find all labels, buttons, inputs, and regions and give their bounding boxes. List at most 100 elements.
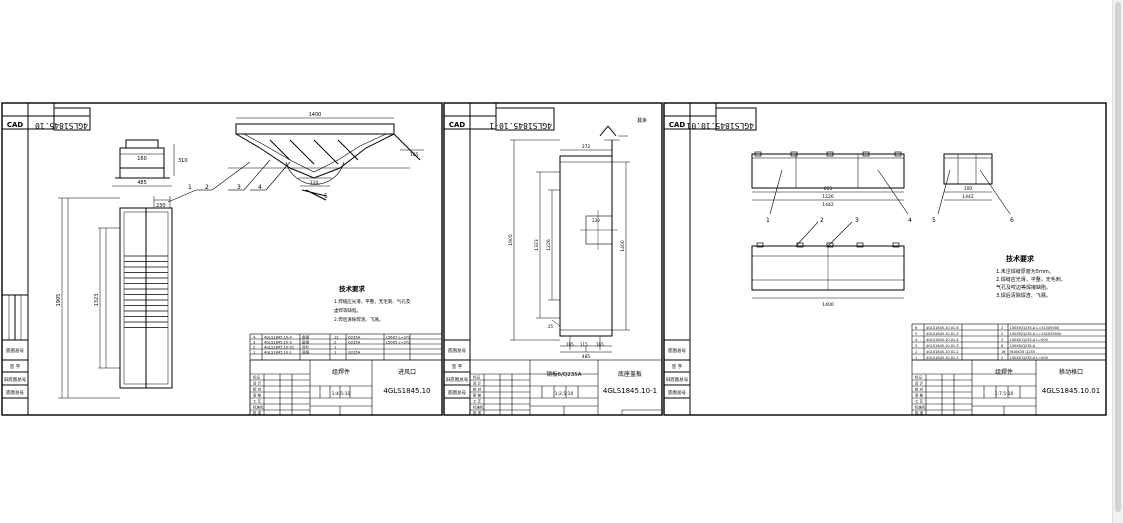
sheet-1-bom-mat-3: Q235A [348,351,361,355]
sheet-1-role-3: 工 艺 [253,399,262,404]
sheet-3-plan-view [751,245,905,299]
sheet-1-bom-name-2: 百叶 [302,345,310,350]
sheet-1-callout-3: 3 [237,184,241,191]
sheet-3-role-3: 工 艺 [915,399,924,404]
sheet-1-title-block [249,333,443,416]
bolt-hole [892,242,900,248]
sheet-3-bom-code-3: 4GLS1845.10.01-3 [926,344,959,348]
sheet-1-bom-spec-0: L56X7 L=372 [386,336,410,340]
sheet-2-material: 钢板6/Q235A [547,370,582,378]
sheet-3-bom-code-0: 4GLS1845.10.01-6 [926,326,959,330]
sheet-3-bom-spec-1: L50X5/Q235-A L=1420X5000 [1010,332,1061,336]
sheet-2-role-2: 审 核 [473,393,482,398]
bolt-hole [790,151,798,157]
sheet-2-drawing-no: 4GLS1845.10-1 [603,387,657,395]
sheet-1-bom-name-1: 扁钢 [302,340,310,345]
sheet-2-plate-view [510,125,630,353]
sheet-3-callout-5: 5 [932,217,936,224]
sheet-3-bolt-holes [754,151,902,248]
sheet-3-dim-615: 615 [824,186,833,192]
sheet-3-callout-6: 6 [1010,217,1014,224]
sheet-1-top-view [112,117,424,201]
sheet-3-bom-qty-2: 2 [1001,338,1003,342]
sheet-1-bom-qty-3: 1 [334,351,336,355]
sheet-3-bom-qty-3: 8 [1001,344,1003,348]
sheet-3-scale: 1:7.5:10 [995,391,1014,397]
sheet-1-callout-5: 5 [324,193,328,200]
sheet-3-bom-code-2: 4GLS1845.10.01-4 [926,338,959,342]
sheet-1-strip-1: 签 字 [10,363,21,370]
sheet-1-callout-4: 4 [258,184,262,191]
sheet-1-role-0: 设 计 [253,381,262,386]
sheet-3-bom-table: 6 4GLS1845.10.01-6 2 L50X5/Q235-A L=510X… [915,326,1061,360]
sheet-1-dim-top: 1400 [309,112,322,118]
sheet-3-bom-code-1: 4GLS1845.10.01-5 [926,332,959,336]
sheet-1-dim-f: 165 [410,152,419,158]
sheet-1-dim-side: 1905 [56,294,62,307]
sheet-2-mirrored-code: 4GLS1845.10-1 [489,121,552,130]
sheet-2-scale: 1:2.5:10 [555,391,574,397]
sheet-3-leaders [769,169,1011,247]
sheet-1-dim-b: 230 [156,203,166,209]
sheet-3-dim-1226: 1226 [822,194,834,200]
sheet-1-bom-code-2: 4GLS1845.10-02 [264,346,294,350]
sheet-2-cad-label: CAD [449,121,466,129]
sheet-1-bom-code-0: 4GLS1845.10-4 [264,336,293,340]
sheet-2-title-block [469,359,663,416]
sheet-2-dim-25: 25 [548,324,554,329]
sheet-3-strip-3: 旧底图总号 [666,376,689,383]
sheet-1-bom-name-0: 角钢 [302,335,310,340]
sheet-3-role-0: 设 计 [915,381,924,386]
bolt-hole [754,151,762,157]
sheet-1-dim-d: 160 [137,156,147,162]
bolt-hole [826,151,834,157]
sheet-3-role-5: 批 准 [915,410,924,415]
sheet-2-dim-1905: 1905 [508,234,514,246]
sheet-3-bom-spec-0: L50X5/Q235-A L=510X5000 [1010,326,1059,330]
sheet-1-assembly: 组焊件 [332,368,350,376]
sheet-1-bom-no-2: 2 [253,346,255,350]
sheet-3-tech-title: 技术要求 [1006,254,1035,263]
sheet-1-strip-3: 旧底图总号 [4,376,27,383]
bolt-hole [856,242,864,248]
sheet-3-bom-no-1: 5 [915,332,917,336]
sheet-3-tech-line-3: 3.焊后清除焊渣、飞溅。 [996,292,1051,299]
sheet-1-bom-code-3: 4GLS1845.10-1 [264,351,292,355]
sheet-1-tech-line-1: 虚焊等缺陷。 [334,307,361,314]
sheet-2-dim-165b: 165 [596,342,604,347]
sheet-1-bom-no-1: 3 [253,341,255,345]
sheet-1-bom-qty-2: 1 [334,346,336,350]
sheet-2-title-row-0: 标记 [473,375,481,380]
scrollbar-thumb[interactable] [1115,2,1121,512]
sheet-1-bom-no-3: 1 [253,351,255,355]
sheet-1-role-2: 审 核 [253,393,262,398]
bolt-hole [826,242,834,248]
sheet-2-role-4: 标准化 [473,405,484,410]
sheet-1-louver-slats [124,255,168,328]
sheet-1-bom-mat-1: Q235A [348,341,361,345]
sheet-1-strip-4: 底图总号 [6,389,24,396]
sheet-1-name: 进风口 [398,368,416,376]
sheet-3-bom-code-5: 4GLS1845.10.01-1 [926,356,959,360]
sheet-3-bom-qty-1: 2 [1001,332,1003,336]
sheet-1-leaders [167,159,327,203]
sheet-2-dim-485: 485 [582,354,591,360]
sheet-1-role-5: 批 准 [253,410,262,415]
sheet-1-dim-e: 1323 [94,294,100,307]
sheet-1-bom-qty-1: 2 [334,341,336,345]
sheet-3-tech-line-0: 1.未注焊缝厚度为5mm。 [996,268,1054,275]
sheet-1-callout-2: 2 [205,184,209,191]
sheet-2-dim-115: 115 [580,342,588,347]
sheet-1-strip-0: 底图总号 [6,347,24,354]
sheet-3-dim-1400: 1400 [822,302,834,308]
vertical-scrollbar[interactable] [1112,0,1123,523]
sheet-3-assembly: 组焊件 [995,368,1013,376]
sheet-3-front-view [751,153,993,201]
sheet-3-strip-4: 底图总号 [668,389,686,396]
sheet-1-dim-a: 485 [137,180,147,186]
sheet-2-strip-3: 旧底图总号 [446,376,469,383]
sheet-1-bom-spec-1: L50X5 L=372 [386,341,410,345]
sheet-3-dim-1442: 1442 [822,202,834,208]
sheet-3-bom-spec-3: L50X5/Q235-A [1010,344,1036,348]
